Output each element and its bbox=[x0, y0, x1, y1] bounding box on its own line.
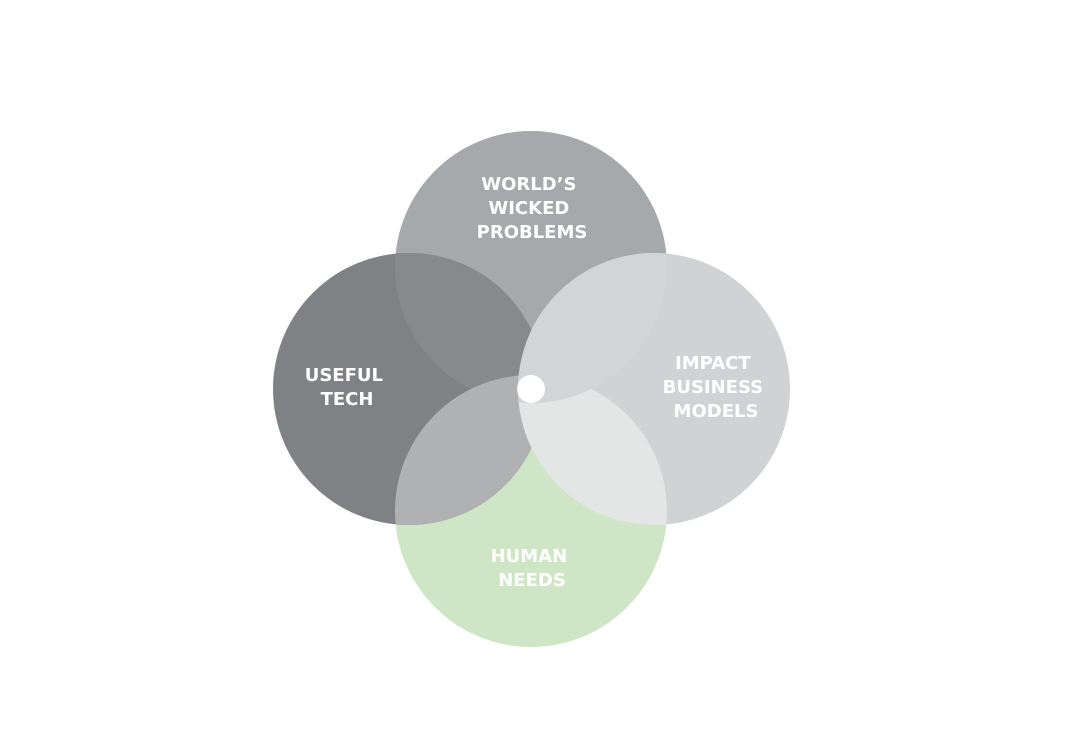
center-dot bbox=[517, 375, 545, 403]
label-human-needs: HUMAN NEEDS bbox=[491, 546, 574, 591]
label-worlds-wicked-problems: WORLD’S WICKED PROBLEMS bbox=[477, 174, 588, 243]
label-impact-business-models: IMPACT BUSINESS MODELS bbox=[663, 353, 770, 422]
label-useful-tech: USEFUL TECH bbox=[305, 365, 390, 410]
